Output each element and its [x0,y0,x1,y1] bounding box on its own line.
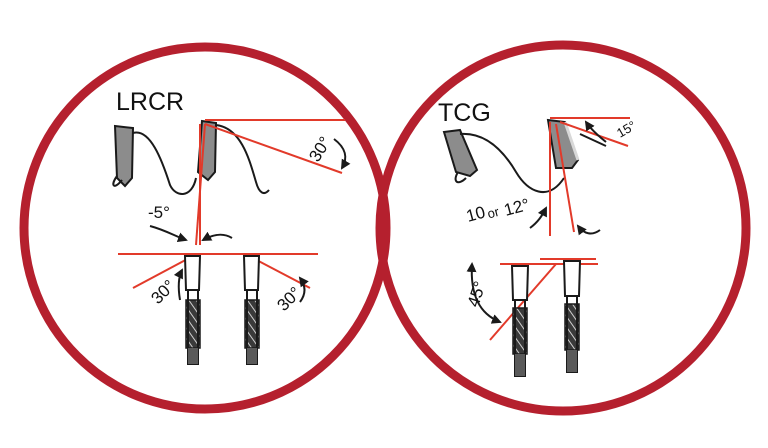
lrcr-front-shank-left [188,348,198,364]
lrcr-tooth-profile [112,119,270,195]
lrcr-bevel-left-label: 30° [147,276,179,308]
tcg-top-arrow [584,120,607,143]
tcg-panel: TCG [375,40,751,416]
lrcr-panel: LRCR [19,42,391,414]
tcg-front-view-right [562,260,582,373]
tcg-hook-or: or [486,204,502,222]
tcg-hook-arrow-right [576,224,601,236]
lrcr-base-curve [112,175,123,187]
tcg-top-arrow-tail [579,133,607,147]
lrcr-tooth-left [113,124,135,188]
tcg-gullet-1 [459,132,565,193]
tcg-front-view-left [510,265,530,377]
tcg-front-shank-right [567,350,577,372]
lrcr-hook-arrow-right [201,231,233,241]
lrcr-hook-angle-label: -5° [148,203,170,222]
lrcr-hook-arrow-left [149,225,188,242]
tcg-circle [375,40,751,416]
lrcr-rake-guide [204,123,343,174]
tcg-hook-angle-label: 10 or 12° [464,195,532,226]
tcg-chamfer-angle-label: 45° [464,279,490,309]
lrcr-arrows [149,138,351,303]
tcg-guides [489,117,630,341]
tcg-hook-guide-angled [555,123,575,233]
lrcr-hook-guide-angled [195,123,206,246]
tcg-hook-alt: 12° [502,195,532,220]
tcg-front-tip-right [562,260,582,297]
lrcr-bevel-right-arrow [298,276,309,303]
lrcr-front-tip-right [242,255,261,291]
tcg-tooth-profile [442,118,580,193]
lrcr-rake-arrow [333,138,351,170]
tcg-front-shank-left [515,354,525,376]
tcg-base-curve [454,171,467,184]
tcg-top-bevel-guide [559,121,629,147]
lrcr-rake-angle-label: 30° [305,133,335,165]
tcg-top-angle-label: 15° [614,118,639,141]
tcg-title: TCG [438,99,491,127]
lrcr-front-tip-left [183,255,202,291]
lrcr-gullet-1 [132,131,197,195]
lrcr-front-view-right [242,255,261,365]
tcg-chamfer-arrow [466,262,502,324]
tcg-chamfer-guide [489,263,557,341]
lrcr-circle [19,42,391,414]
lrcr-front-shank-right [247,348,257,364]
lrcr-front-view-left [183,255,202,365]
lrcr-gullet-2 [215,124,270,195]
lrcr-bevel-left-guide [132,255,194,289]
tcg-hook-arrow-left [529,206,547,229]
lrcr-title: LRCR [116,88,184,116]
tcg-tooth-right-edge [563,121,580,161]
tcg-tooth-right [546,118,580,169]
lrcr-bevel-left-arrow [173,268,183,301]
lrcr-bevel-right-label: 30° [273,283,305,315]
tcg-tooth-left [442,128,479,178]
tcg-hook-value: 10 [464,203,487,226]
tcg-arrows [466,120,607,324]
tcg-front-tip-left [510,265,530,301]
